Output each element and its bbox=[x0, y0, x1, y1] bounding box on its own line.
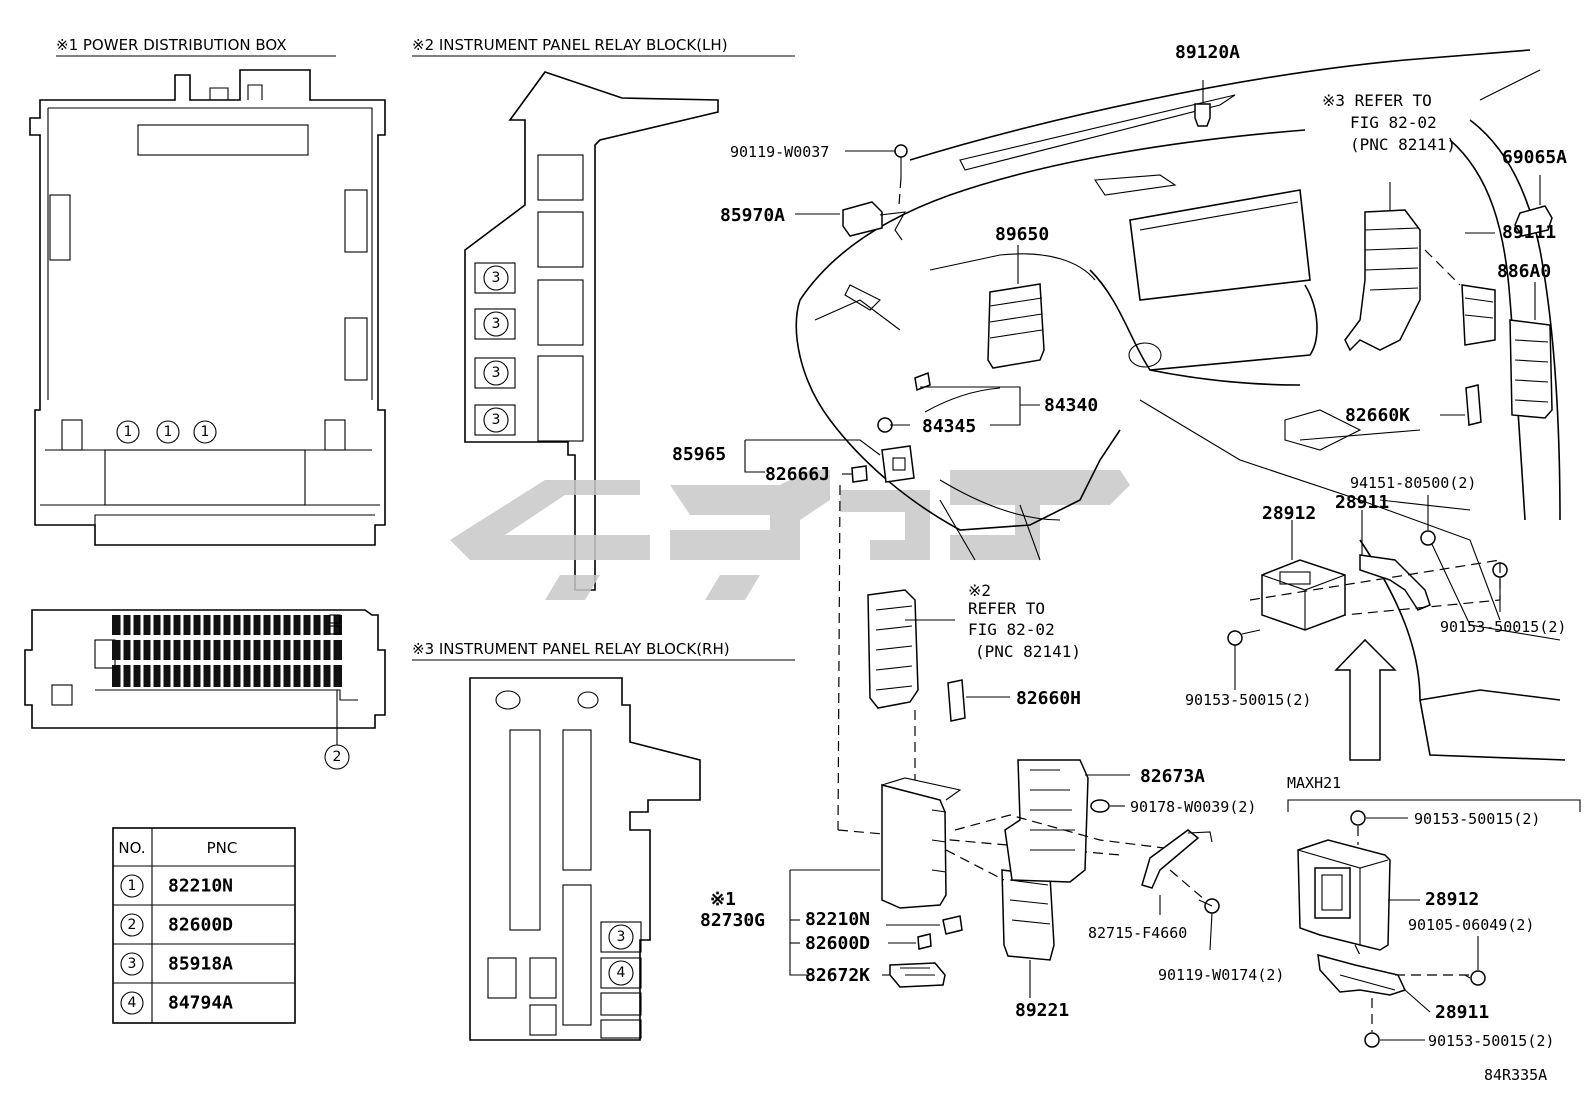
label-28911-upper: 28911 bbox=[1335, 492, 1389, 513]
table-row-no: 3 bbox=[128, 956, 137, 972]
table-row-pnc: 85918A bbox=[168, 954, 233, 975]
ref2-mark: ※2 bbox=[968, 581, 991, 600]
parts-drawings bbox=[744, 80, 1581, 1048]
title-ip-relay-block-rh: ※3 INSTRUMENT PANEL RELAY BLOCK(RH) bbox=[412, 640, 730, 658]
ref3-line2: FIG 82-02 bbox=[1350, 113, 1437, 132]
label-82715-F4660: 82715-F4660 bbox=[1088, 924, 1187, 942]
label-89221: 89221 bbox=[1015, 1000, 1069, 1021]
label-maxh21: MAXH21 bbox=[1287, 774, 1341, 792]
power-distribution-box-lower-drawing: 2 bbox=[24, 609, 386, 770]
label-85970A: 85970A bbox=[720, 205, 785, 226]
ref2-line3: (PNC 82141) bbox=[975, 642, 1081, 661]
ref3-line1: ※3 REFER TO bbox=[1322, 91, 1432, 110]
label-82666J: 82666J bbox=[765, 464, 830, 485]
figure-code: 84R335A bbox=[1484, 1066, 1547, 1084]
label-90119-W0037: 90119-W0037 bbox=[730, 143, 829, 161]
label-28912-upper: 28912 bbox=[1262, 503, 1316, 524]
table-row-pnc: 82600D bbox=[168, 915, 233, 936]
part-labels: 89120A 90119-W0037 85970A 89650 ※3 REFER… bbox=[672, 42, 1567, 1084]
label-82673A: 82673A bbox=[1140, 766, 1205, 787]
table-row-pnc: 82210N bbox=[168, 876, 233, 897]
label-82660H: 82660H bbox=[1016, 688, 1081, 709]
callout-1c: 1 bbox=[201, 424, 210, 440]
callout-3-lh-a: 3 bbox=[492, 270, 501, 286]
table-row-pnc: 84794A bbox=[168, 993, 233, 1014]
table-row-no: 4 bbox=[128, 995, 137, 1011]
mark-1: ※1 bbox=[710, 889, 736, 910]
label-82730G: 82730G bbox=[700, 910, 765, 931]
label-886A0: 886A0 bbox=[1497, 261, 1551, 282]
label-28911-lower: 28911 bbox=[1435, 1002, 1489, 1023]
label-89111: 89111 bbox=[1502, 222, 1556, 243]
label-90153-50015-right: 90153-50015(2) bbox=[1440, 618, 1566, 636]
label-82660K: 82660K bbox=[1345, 405, 1410, 426]
callout-3-lh-d: 3 bbox=[492, 412, 501, 428]
ref3-line3: (PNC 82141) bbox=[1350, 135, 1456, 154]
label-90178-W0039: 90178-W0039(2) bbox=[1130, 798, 1256, 816]
ip-relay-block-lh-drawing: 3 3 3 3 bbox=[464, 71, 719, 591]
label-90153-50015-bottom: 90153-50015(2) bbox=[1428, 1032, 1554, 1050]
callout-4-rh: 4 bbox=[617, 965, 626, 981]
label-90105-06049: 90105-06049(2) bbox=[1408, 916, 1534, 934]
label-84340: 84340 bbox=[1044, 395, 1098, 416]
table-header-pnc: PNC bbox=[207, 839, 238, 857]
dashboard-drawing bbox=[795, 49, 1566, 761]
table-header-no: NO. bbox=[118, 839, 145, 857]
label-90153-50015-left: 90153-50015(2) bbox=[1185, 691, 1311, 709]
label-85965: 85965 bbox=[672, 444, 726, 465]
title-power-distribution-box: ※1 POWER DISTRIBUTION BOX bbox=[56, 36, 287, 54]
ref2-line2: FIG 82-02 bbox=[968, 620, 1055, 639]
label-28912-lower: 28912 bbox=[1425, 889, 1479, 910]
label-90153-50015-top: 90153-50015(2) bbox=[1414, 810, 1540, 828]
label-82672K: 82672K bbox=[805, 965, 870, 986]
label-69065A: 69065A bbox=[1502, 147, 1567, 168]
callout-1b: 1 bbox=[164, 424, 173, 440]
pnc-table: NO. PNC 1 82210N 2 82600D 3 85918A 4 847… bbox=[112, 827, 296, 1024]
callout-3-lh-c: 3 bbox=[492, 365, 501, 381]
ip-relay-block-rh-drawing: 3 4 bbox=[469, 677, 701, 1041]
label-82600D: 82600D bbox=[805, 933, 870, 954]
callout-1a: 1 bbox=[124, 424, 133, 440]
table-row-no: 2 bbox=[128, 917, 137, 933]
table-row-no: 1 bbox=[128, 878, 137, 894]
power-distribution-box-drawing: 1 1 1 bbox=[29, 69, 386, 546]
label-89120A: 89120A bbox=[1175, 42, 1240, 63]
title-ip-relay-block-lh: ※2 INSTRUMENT PANEL RELAY BLOCK(LH) bbox=[412, 36, 728, 54]
label-89650: 89650 bbox=[995, 224, 1049, 245]
label-84345: 84345 bbox=[922, 416, 976, 437]
label-94151-80500: 94151-80500(2) bbox=[1350, 474, 1476, 492]
watermark-logo bbox=[450, 470, 1130, 600]
label-82210N: 82210N bbox=[805, 909, 870, 930]
label-90119-W0174: 90119-W0174(2) bbox=[1158, 966, 1284, 984]
callout-2: 2 bbox=[333, 749, 342, 765]
callout-3-lh-b: 3 bbox=[492, 316, 501, 332]
ref2-line1: REFER TO bbox=[968, 599, 1045, 618]
callout-3-rh: 3 bbox=[617, 929, 626, 945]
